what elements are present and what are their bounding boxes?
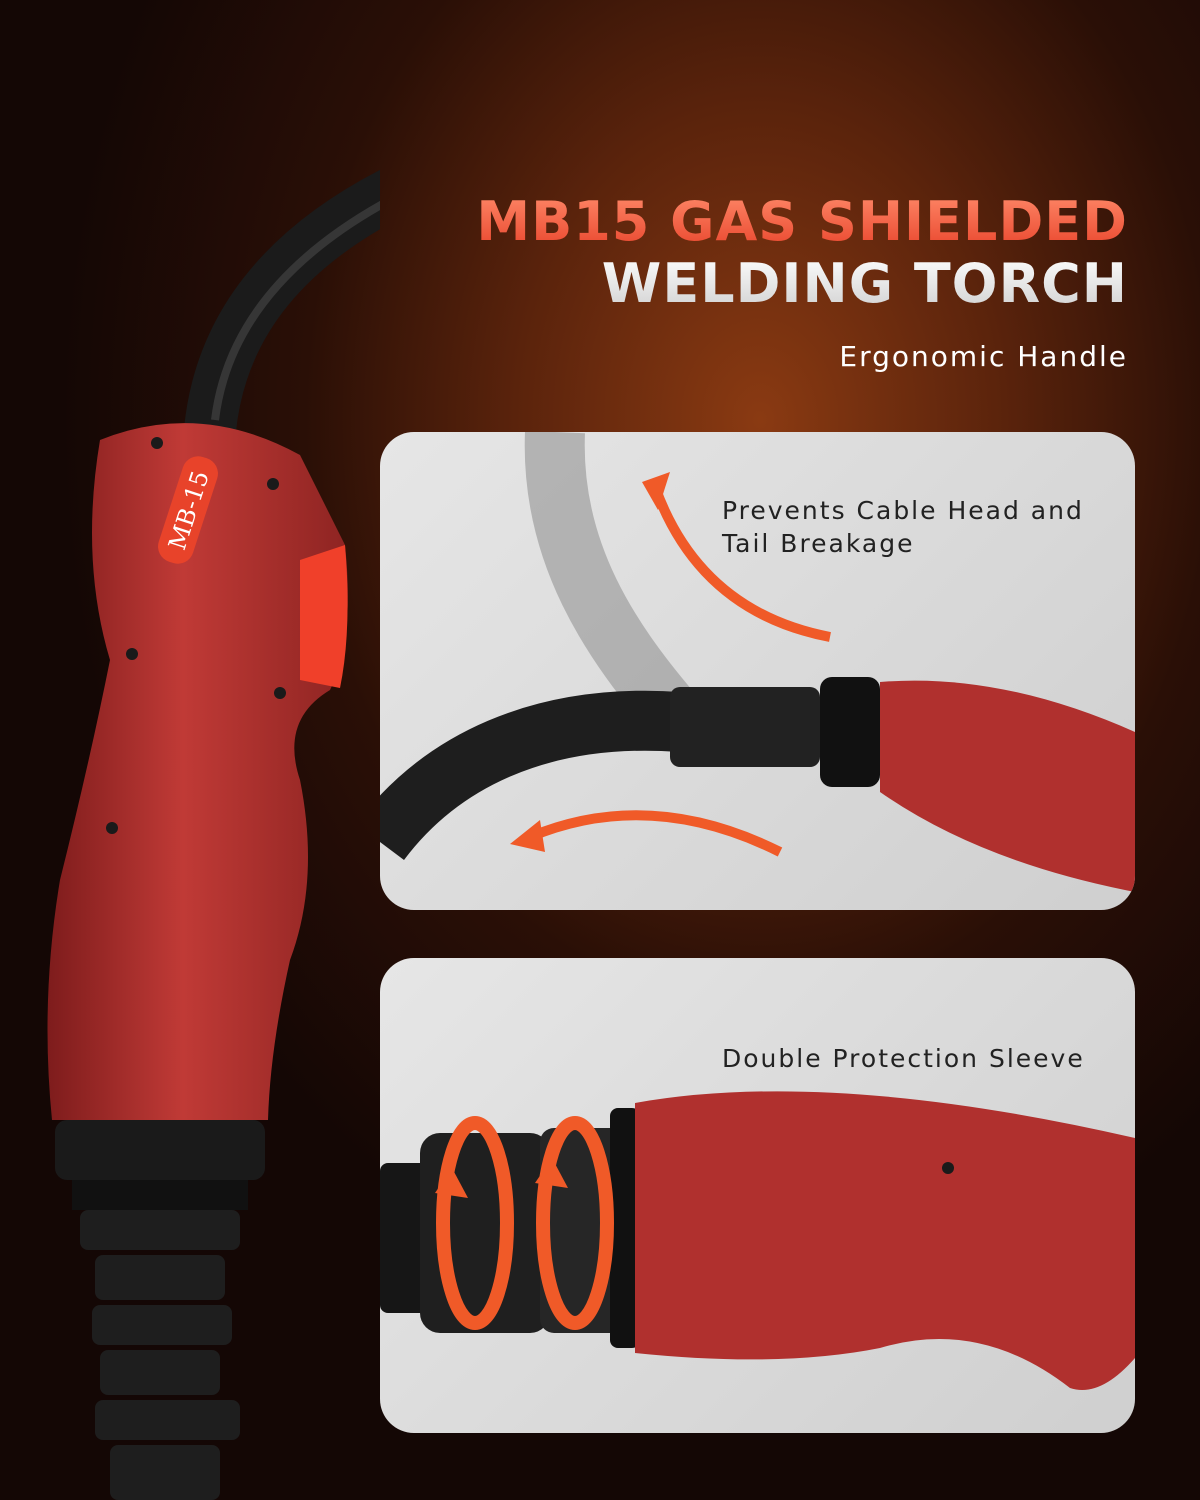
collar	[55, 1120, 265, 1180]
gooseneck	[184, 169, 380, 433]
torch-illustration: MB-15	[0, 0, 380, 1500]
headline-subtitle: Ergonomic Handle	[839, 340, 1128, 373]
headline-line2: WELDING TORCH	[601, 252, 1128, 315]
sleeve-illustration	[380, 1091, 1135, 1390]
trigger	[300, 545, 348, 688]
feature-panel-protection-sleeve: Double Protection Sleeve	[380, 958, 1135, 1433]
feature-text-line2: Tail Breakage	[722, 529, 915, 558]
headline-line1: MB15 GAS SHIELDED	[476, 190, 1128, 253]
torch-svg: MB-15	[47, 169, 380, 1500]
feature-text-line1: Prevents Cable Head and	[722, 496, 1084, 525]
arrow-up-icon	[650, 485, 831, 642]
rotate-arrows-icon	[436, 1116, 614, 1330]
torch-handle	[47, 423, 348, 1120]
cable-bend-illustration	[380, 432, 1135, 892]
arrow-left-icon	[528, 810, 783, 857]
strain-relief	[80, 1210, 240, 1500]
feature-panel-cable-breakage: Prevents Cable Head and Tail Breakage	[380, 432, 1135, 910]
feature-text-protection-sleeve: Double Protection Sleeve	[722, 1044, 1085, 1073]
feature-text-cable-breakage: Prevents Cable Head and Tail Breakage	[722, 494, 1084, 560]
